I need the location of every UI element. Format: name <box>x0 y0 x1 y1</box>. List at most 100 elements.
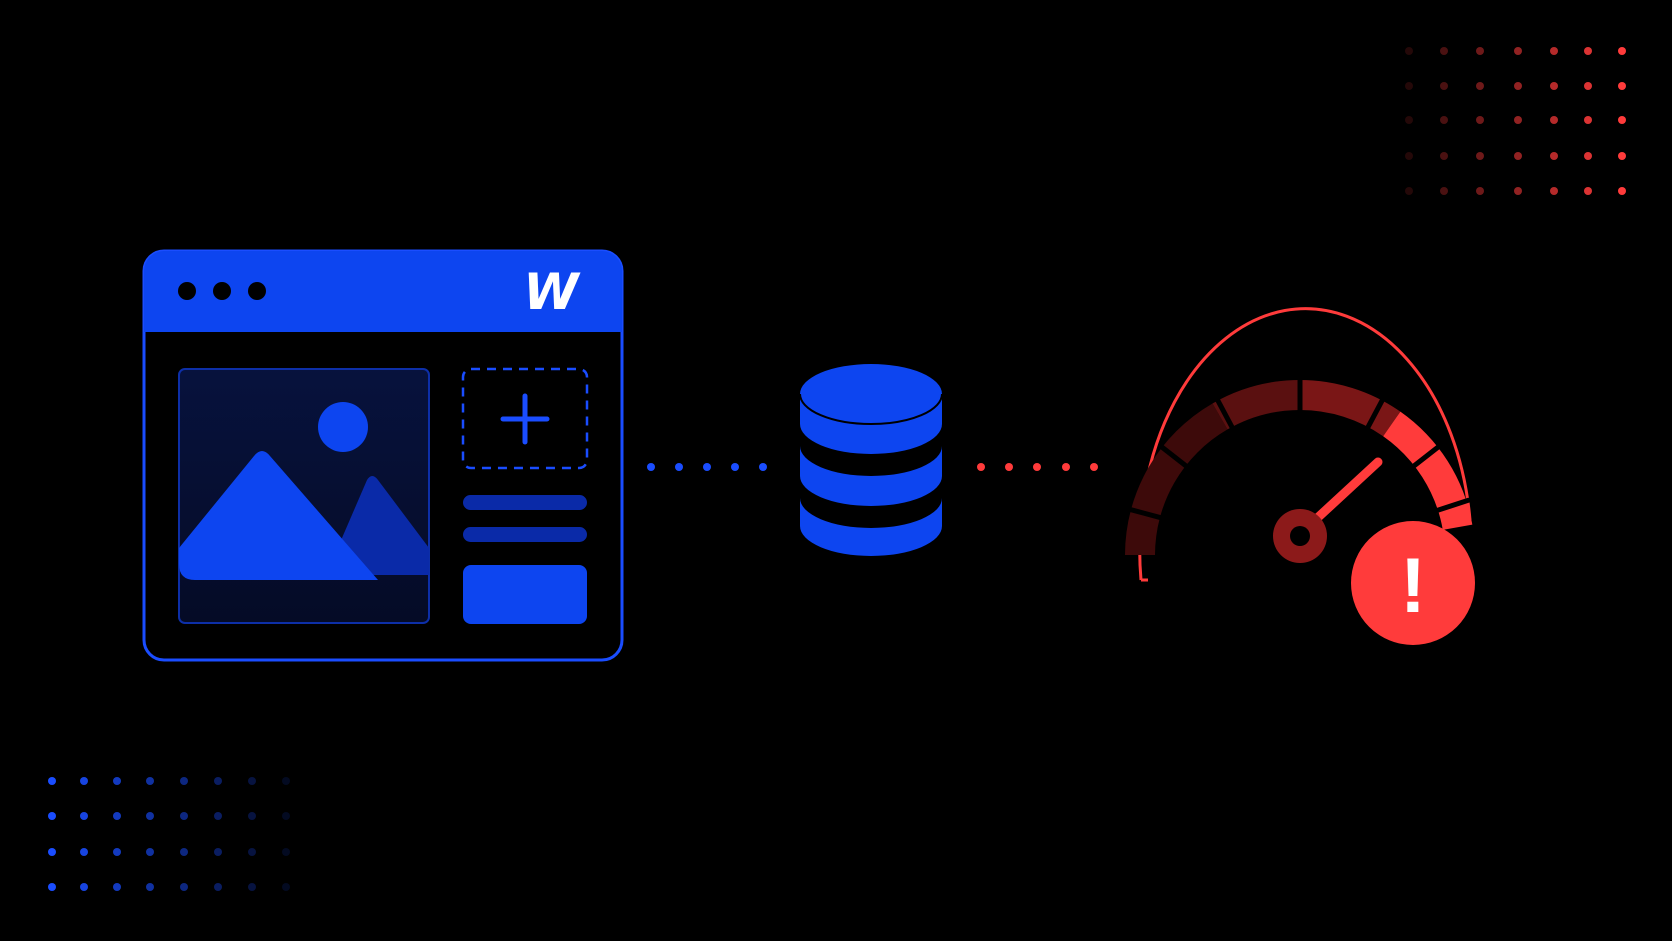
gauge-tick <box>1403 443 1442 475</box>
decorative-dot <box>1476 187 1484 195</box>
decorative-dot <box>1405 187 1413 195</box>
decorative-dot <box>48 883 56 891</box>
decorative-dot <box>1584 47 1592 55</box>
decorative-dot <box>80 812 88 820</box>
add-block-placeholder <box>461 367 589 470</box>
decorative-dot <box>1514 116 1522 124</box>
decorative-dot <box>214 777 222 785</box>
decorative-dot-grid-bottom-left <box>48 777 290 891</box>
window-dot-2 <box>213 282 231 300</box>
decorative-dot <box>146 777 154 785</box>
decorative-dot <box>146 812 154 820</box>
decorative-dot <box>1440 47 1448 55</box>
decorative-dot-grid-top-right <box>1405 47 1626 195</box>
gauge-tick <box>1158 443 1197 475</box>
decorative-dot <box>180 812 188 820</box>
gauge-tick <box>1360 396 1386 439</box>
decorative-dot <box>1584 116 1592 124</box>
decorative-dot <box>146 883 154 891</box>
decorative-dot <box>1440 116 1448 124</box>
browser-title-bar <box>144 251 622 332</box>
decorative-dot <box>48 848 56 856</box>
decorative-dot <box>1618 47 1626 55</box>
decorative-dot <box>80 777 88 785</box>
decorative-dot <box>48 777 56 785</box>
gauge-tick <box>1425 497 1471 516</box>
gauge-segment <box>1212 380 1300 430</box>
decorative-dot <box>1440 187 1448 195</box>
speedometer-icon <box>1125 307 1473 582</box>
decorative-dot <box>1584 82 1592 90</box>
alert-symbol: ! <box>1400 541 1426 629</box>
decorative-dot <box>214 812 222 820</box>
decorative-dot <box>1514 187 1522 195</box>
decorative-dot <box>1618 116 1626 124</box>
decorative-dot <box>1405 116 1413 124</box>
decorative-dot <box>1550 47 1558 55</box>
decorative-dot <box>48 812 56 820</box>
decorative-dot <box>248 848 256 856</box>
exclamation-alert-icon: ! <box>1351 521 1475 645</box>
decorative-dot <box>1476 47 1484 55</box>
image-placeholder-icon <box>178 368 430 624</box>
connector-dots-red <box>977 463 1098 471</box>
decorative-dot <box>248 777 256 785</box>
decorative-dot <box>1550 82 1558 90</box>
decorative-dot <box>1550 116 1558 124</box>
gauge-segment <box>1125 403 1228 555</box>
decorative-dot <box>1550 187 1558 195</box>
database-icon <box>799 364 943 556</box>
gauge-tick <box>1214 396 1240 439</box>
decorative-dot <box>1584 152 1592 160</box>
text-line-placeholder-2 <box>463 527 587 542</box>
decorative-dot <box>113 848 121 856</box>
browser-window-icon: W <box>142 249 624 662</box>
decorative-dot <box>1618 152 1626 160</box>
decorative-dot <box>214 883 222 891</box>
decorative-dot <box>248 812 256 820</box>
gauge-tick <box>1126 506 1173 523</box>
decorative-dot <box>1618 187 1626 195</box>
front-mountain <box>179 451 378 580</box>
window-dot-3 <box>248 282 266 300</box>
decorative-dot <box>180 848 188 856</box>
decorative-dot <box>282 777 290 785</box>
decorative-dot <box>1476 152 1484 160</box>
decorative-dot <box>282 812 290 820</box>
decorative-dot <box>248 883 256 891</box>
text-line-placeholder-1 <box>463 495 587 510</box>
decorative-dot <box>1618 82 1626 90</box>
decorative-dot <box>1584 187 1592 195</box>
decorative-dot <box>1550 152 1558 160</box>
window-dot-1 <box>178 282 196 300</box>
sun-circle <box>318 402 368 452</box>
decorative-dot <box>282 848 290 856</box>
decorative-dot <box>180 777 188 785</box>
decorative-dot <box>1405 152 1413 160</box>
gauge-segment <box>1383 411 1473 530</box>
decorative-dot <box>1440 82 1448 90</box>
brand-logo: W <box>523 263 581 321</box>
decorative-dot <box>80 883 88 891</box>
decorative-dot <box>113 777 121 785</box>
gauge-segment <box>1300 380 1401 437</box>
decorative-dot <box>1405 47 1413 55</box>
decorative-dot <box>1514 47 1522 55</box>
decorative-dot <box>146 848 154 856</box>
decorative-dot <box>180 883 188 891</box>
decorative-dot <box>113 812 121 820</box>
button-placeholder <box>463 565 587 624</box>
decorative-dot <box>1440 152 1448 160</box>
decorative-dot <box>282 883 290 891</box>
decorative-dot <box>1405 82 1413 90</box>
decorative-dot <box>214 848 222 856</box>
decorative-dot <box>1514 152 1522 160</box>
decorative-dot <box>1476 116 1484 124</box>
decorative-dot <box>113 883 121 891</box>
connector-dots-blue <box>647 463 767 471</box>
decorative-dot <box>80 848 88 856</box>
decorative-dot <box>1514 82 1522 90</box>
decorative-dot <box>1476 82 1484 90</box>
